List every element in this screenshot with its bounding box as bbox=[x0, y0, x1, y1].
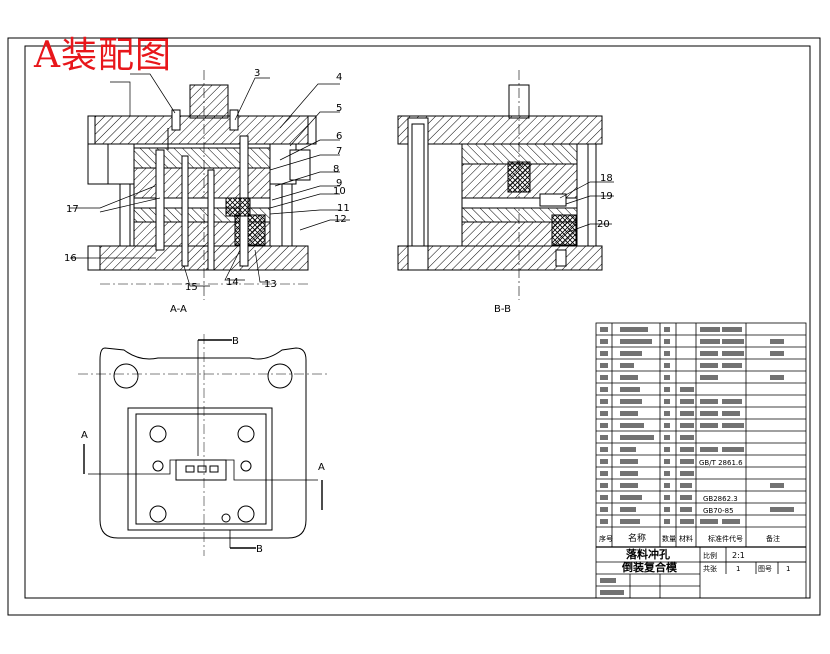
parts-header-qty: 数量 bbox=[662, 534, 676, 543]
callout-7: 7 bbox=[336, 146, 342, 157]
section-bb bbox=[397, 70, 614, 300]
plan-marker-a-right: A bbox=[318, 462, 325, 473]
callout-17: 17 bbox=[66, 204, 79, 215]
callout-11: 11 bbox=[337, 203, 350, 214]
drawing-no-value: 1 bbox=[786, 565, 790, 573]
callout-18: 18 bbox=[600, 173, 613, 184]
callout-9: 9 bbox=[336, 178, 342, 189]
scale-label: 比例 bbox=[703, 551, 717, 560]
sheet-value: 1 bbox=[736, 565, 740, 573]
drawing-title: A装配图 bbox=[34, 35, 172, 76]
callout-3: 3 bbox=[254, 68, 260, 79]
std-code-2: GB2862.3 bbox=[703, 495, 738, 503]
callout-8: 8 bbox=[333, 164, 339, 175]
part-name-line2: 倒装复合模 bbox=[621, 560, 678, 574]
callout-12: 12 bbox=[334, 214, 347, 225]
parts-header-name: 名称 bbox=[628, 532, 646, 544]
callout-6: 6 bbox=[336, 131, 342, 142]
parts-header-std: 标准件代号 bbox=[708, 534, 743, 543]
plan-view bbox=[78, 334, 330, 556]
plan-marker-b-bottom: B bbox=[256, 544, 263, 555]
callout-10: 10 bbox=[333, 186, 346, 197]
callout-13: 13 bbox=[264, 279, 277, 290]
plan-marker-a-left: A bbox=[81, 430, 88, 441]
std-code-1: GB/T 2861.6 bbox=[699, 459, 743, 467]
callout-15: 15 bbox=[185, 282, 198, 293]
part-name-line1: 落料冲孔 bbox=[626, 547, 670, 561]
callout-16: 16 bbox=[64, 253, 77, 264]
section-aa bbox=[70, 70, 350, 300]
drawing-no-label: 图号 bbox=[758, 565, 772, 573]
callout-20: 20 bbox=[597, 219, 610, 230]
scale-value: 2:1 bbox=[732, 551, 745, 560]
callout-5: 5 bbox=[336, 103, 342, 114]
callout-4: 4 bbox=[336, 72, 342, 83]
callout-19: 19 bbox=[600, 191, 613, 202]
section-label-aa: A-A bbox=[170, 304, 187, 315]
sheet-label: 共张 bbox=[703, 564, 717, 573]
parts-header-mat: 材料 bbox=[679, 534, 693, 543]
plan-marker-b-top: B bbox=[232, 336, 239, 347]
parts-header-no: 序号 bbox=[599, 534, 613, 543]
parts-list bbox=[595, 322, 807, 599]
section-label-bb: B-B bbox=[494, 304, 511, 315]
parts-header-note: 备注 bbox=[766, 534, 780, 543]
callout-14: 14 bbox=[226, 277, 239, 288]
std-code-3: GB70-85 bbox=[703, 507, 734, 515]
